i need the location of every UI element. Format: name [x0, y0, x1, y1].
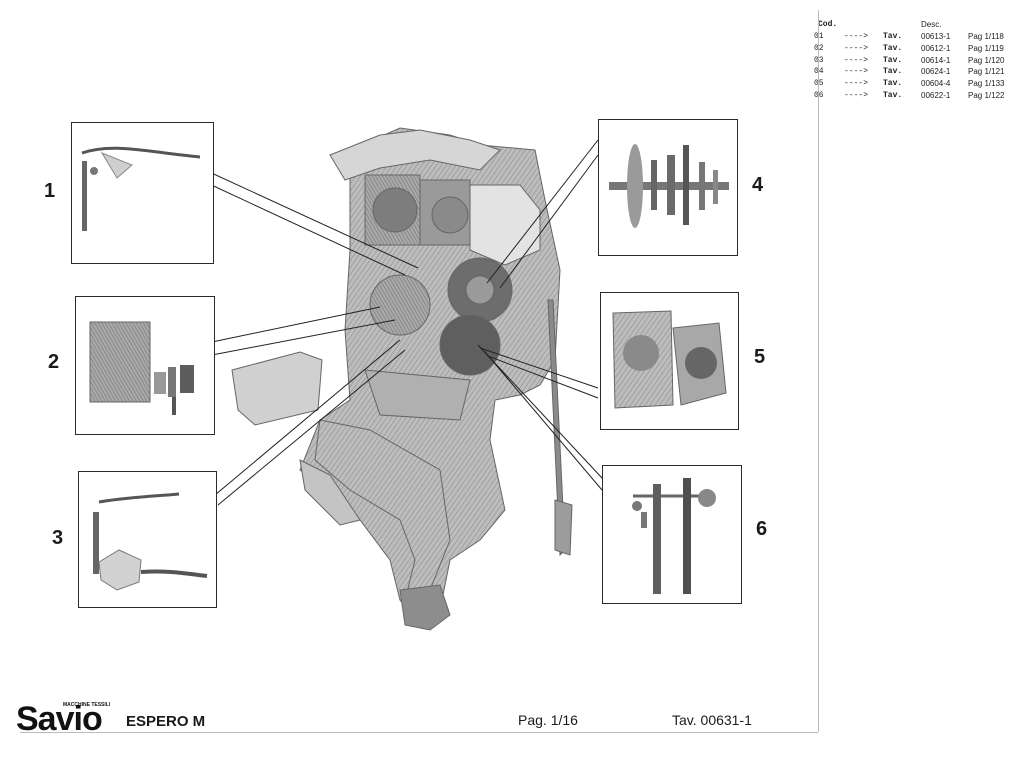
frame-line-horizontal — [20, 732, 818, 733]
row-page: Pag 1/122 — [968, 90, 1005, 100]
callout-number-3: 3 — [52, 527, 64, 549]
row-arrow: ----> — [844, 32, 869, 41]
table-row: 01 ----> Tav. 00613-1 Pag 1/118 — [808, 32, 1023, 44]
leader-line-1b — [204, 181, 406, 276]
part-drawing-5 — [612, 310, 727, 409]
table-number: Tav. 00631-1 — [672, 712, 752, 728]
leader-line-6b — [484, 351, 603, 491]
part-drawing-2 — [89, 321, 194, 415]
table-row: 03 ----> Tav. 00614-1 Pag 1/120 — [808, 56, 1023, 68]
part-drawing-4 — [609, 144, 729, 228]
row-number: 00612-1 — [921, 43, 951, 53]
row-tav: Tav. — [883, 67, 903, 77]
callout-number-5: 5 — [754, 346, 766, 368]
leader-line-4 — [486, 139, 599, 284]
leader-line-3 — [214, 339, 401, 496]
machine-body — [231, 127, 573, 631]
row-page: Pag 1/133 — [968, 79, 1005, 89]
row-number: 00624-1 — [921, 67, 951, 77]
row-tav: Tav. — [883, 43, 903, 53]
leader-line-6 — [477, 344, 603, 479]
row-arrow: ----> — [844, 67, 869, 77]
row-arrow: ----> — [844, 79, 869, 89]
row-arrow: ----> — [844, 43, 869, 53]
row-arrow: ----> — [844, 55, 869, 65]
leader-line-2b — [211, 319, 396, 356]
logo-tagline: MACCHINE TESSILI — [63, 702, 111, 708]
leader-line-4b — [499, 154, 599, 289]
callout-number-1: 1 — [44, 180, 56, 202]
page-number: Pag. 1/16 — [518, 712, 578, 728]
table-row: 02 ----> Tav. 00612-1 Pag 1/119 — [808, 44, 1023, 56]
leader-line-3b — [217, 349, 406, 506]
leader-line-1 — [204, 169, 419, 269]
header-code: Cod. — [818, 20, 838, 29]
leader-line-5b — [487, 355, 599, 399]
row-page: Pag 1/119 — [968, 43, 1004, 53]
callout-box-4 — [598, 119, 738, 256]
savio-logo: Savio — [16, 700, 103, 738]
callout-box-2 — [75, 296, 215, 435]
row-tav: Tav. — [883, 79, 903, 89]
row-arrow: ----> — [844, 90, 869, 100]
leader-line-5 — [479, 347, 599, 389]
row-number: 00613-1 — [921, 32, 951, 41]
callout-box-5 — [600, 292, 739, 430]
callout-number-4: 4 — [752, 174, 764, 196]
part-drawing-3 — [93, 492, 208, 591]
callout-number-2: 2 — [48, 351, 60, 373]
row-tav: Tav. — [883, 32, 903, 41]
row-number: 00604-4 — [921, 79, 951, 89]
part-drawing-1 — [81, 146, 201, 231]
row-tav: Tav. — [883, 90, 903, 100]
table-row: 04 ----> Tav. 00624-1 Pag 1/121 — [808, 67, 1023, 79]
callout-box-6 — [602, 465, 742, 604]
table-row: 06 ----> Tav. 00622-1 Pag 1/122 — [808, 91, 1023, 103]
row-page: Pag 1/118 — [968, 32, 1004, 41]
table-row: 05 ----> Tav. 00604-4 Pag 1/133 — [808, 79, 1023, 91]
header-desc: Desc. — [921, 20, 942, 29]
part-drawing-6 — [632, 478, 716, 594]
reference-table-header: Cod. Desc. — [808, 20, 1023, 32]
leader-lines — [204, 139, 603, 506]
callout-box-3 — [78, 471, 217, 608]
callout-number-6: 6 — [756, 518, 768, 540]
callout-box-1 — [71, 122, 214, 264]
reference-table: Cod. Desc. 01 ----> Tav. 00613-1 Pag 1/1… — [808, 20, 1023, 103]
row-number: 00622-1 — [921, 90, 951, 100]
row-number: 00614-1 — [921, 55, 951, 65]
row-page: Pag 1/121 — [968, 67, 1005, 77]
leader-line-2 — [211, 306, 381, 343]
frame-line-vertical — [818, 10, 819, 732]
model-name: ESPERO M — [126, 713, 206, 730]
row-page: Pag 1/120 — [968, 55, 1005, 65]
row-tav: Tav. — [883, 55, 903, 65]
